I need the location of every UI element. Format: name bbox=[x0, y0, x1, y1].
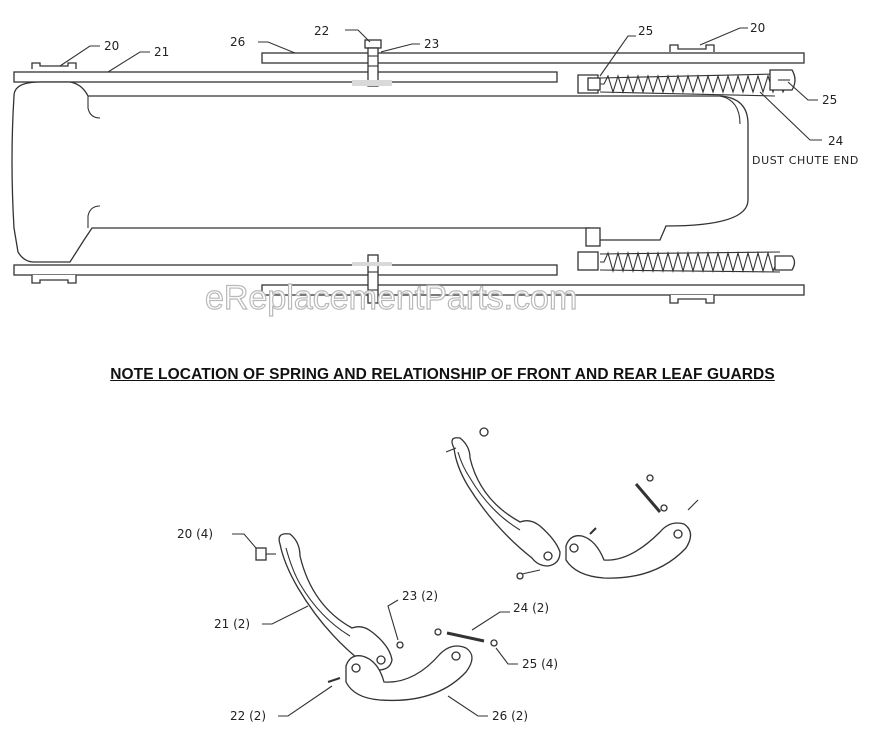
callout-25-qty: 25 (4) bbox=[522, 657, 558, 671]
callout-20-right: 20 bbox=[750, 21, 765, 35]
dust-chute-end-label: DUST CHUTE END bbox=[752, 154, 859, 167]
callout-24-qty: 24 (2) bbox=[513, 601, 549, 615]
callout-20-qty: 20 (4) bbox=[177, 527, 213, 541]
callout-26: 26 bbox=[230, 35, 245, 49]
top-view-assembly bbox=[11, 27, 822, 304]
callout-23: 23 bbox=[424, 37, 439, 51]
exploded-view-labels: 20 (4) 21 (2) 23 (2) 24 (2) 25 (4) 22 (2… bbox=[177, 527, 558, 723]
callout-25-upper: 25 bbox=[638, 24, 653, 38]
exploded-view-rear bbox=[445, 427, 699, 580]
exploded-view-front bbox=[232, 533, 518, 717]
watermark: eReplacementParts.com bbox=[205, 279, 577, 317]
callout-21-qty: 21 (2) bbox=[214, 617, 250, 631]
callout-24: 24 bbox=[828, 134, 843, 148]
callout-25-lower: 25 bbox=[822, 93, 837, 107]
callout-21: 21 bbox=[154, 45, 169, 59]
callout-23-qty: 23 (2) bbox=[402, 589, 438, 603]
callout-26-qty: 26 (2) bbox=[492, 709, 528, 723]
drum-body bbox=[11, 81, 749, 263]
callout-22: 22 bbox=[314, 24, 329, 38]
callout-22-qty: 22 (2) bbox=[230, 709, 266, 723]
callout-20-left: 20 bbox=[104, 39, 119, 53]
assembly-note: NOTE LOCATION OF SPRING AND RELATIONSHIP… bbox=[110, 366, 775, 383]
top-view-labels: 20 21 26 22 23 25 20 25 24 DUST CHUTE EN… bbox=[104, 21, 859, 167]
